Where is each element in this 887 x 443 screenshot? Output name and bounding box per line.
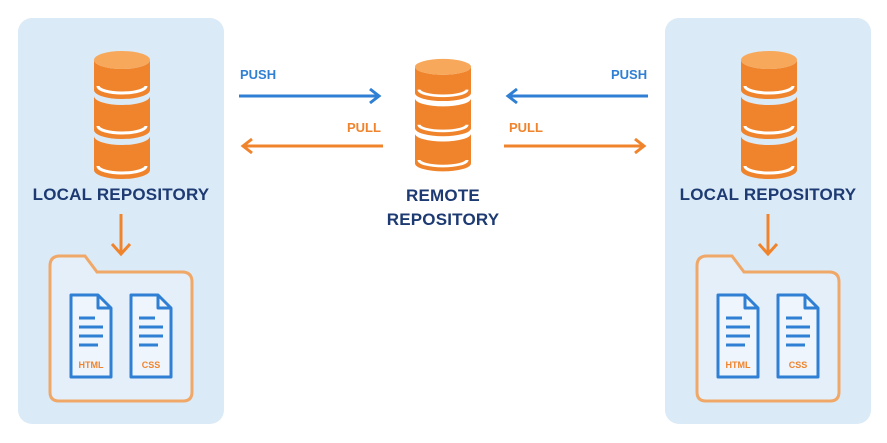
- database-tier: [415, 133, 471, 172]
- right-local-repo-label: LOCAL REPOSITORY: [679, 185, 857, 204]
- database-cap: [94, 51, 150, 69]
- right-push-label: PUSH: [611, 67, 648, 82]
- database-tier: [94, 96, 150, 139]
- database-tier: [741, 60, 797, 99]
- database-tier: [94, 136, 150, 179]
- right-pull-label: PULL: [509, 120, 543, 135]
- left-pull-arrow-left-icon: [240, 137, 383, 155]
- database-tier-highlight: [96, 165, 148, 175]
- left-database-icon: [94, 51, 150, 179]
- left-push-arrow-right-icon: [239, 87, 382, 105]
- database-tier-highlight: [417, 89, 469, 98]
- remote-repo-label-line1: REMOTE: [406, 186, 480, 205]
- right-document-icon-css: CSS: [776, 293, 820, 379]
- database-tier-highlight: [743, 165, 795, 175]
- database-tier-highlight: [743, 85, 795, 95]
- database-cap: [741, 51, 797, 69]
- remote-database-icon: [415, 58, 471, 172]
- database-tier: [741, 96, 797, 139]
- left-document-icon-css: CSS: [129, 293, 173, 379]
- right-arrow-down-icon: [757, 214, 779, 257]
- left-local-repo-label: LOCAL REPOSITORY: [32, 185, 210, 204]
- database-tier: [94, 60, 150, 99]
- right-push-arrow-left-icon: [505, 87, 648, 105]
- right-file-tag-html: HTML: [726, 360, 751, 370]
- database-tier-highlight: [96, 125, 148, 135]
- database-cap: [415, 58, 471, 75]
- database-tier: [741, 136, 797, 179]
- database-tier: [415, 98, 471, 137]
- database-tier: [415, 66, 471, 102]
- left-push-label: PUSH: [240, 67, 277, 82]
- database-tier-highlight: [96, 85, 148, 95]
- left-file-tag-html: HTML: [79, 360, 104, 370]
- database-tier-highlight: [417, 124, 469, 133]
- left-pull-label: PULL: [347, 120, 381, 135]
- left-arrow-down-icon: [110, 214, 132, 257]
- right-file-tag-css: CSS: [789, 360, 808, 370]
- database-tier-highlight: [743, 125, 795, 135]
- database-tier-highlight: [417, 159, 469, 168]
- right-pull-arrow-right-icon: [504, 137, 647, 155]
- remote-repo-label: REMOTE REPOSITORY: [383, 184, 503, 232]
- remote-repo-label-line2: REPOSITORY: [386, 210, 500, 229]
- left-file-tag-css: CSS: [142, 360, 161, 370]
- right-document-icon-html: HTML: [716, 293, 760, 379]
- right-database-icon: [741, 51, 797, 179]
- left-document-icon-html: HTML: [69, 293, 113, 379]
